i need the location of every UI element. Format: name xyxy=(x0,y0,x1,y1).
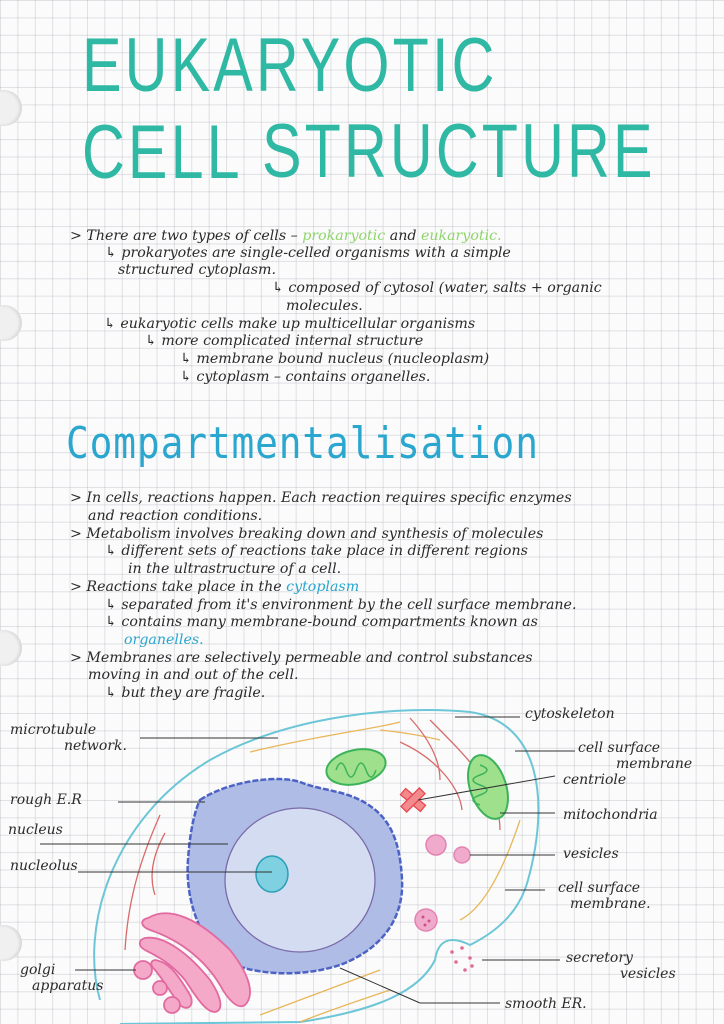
label-secretory-vesicles: secretory vesicles xyxy=(566,950,676,982)
prokaryotic-highlight: prokaryotic xyxy=(302,228,386,244)
label-smooth-er: smooth ER. xyxy=(505,996,587,1012)
page-title-line2: STRUCTURE xyxy=(262,109,656,194)
label-microtubule-network: microtubule network. xyxy=(10,722,127,754)
section-line: ↳ but they are fragile. xyxy=(105,685,266,701)
label-rough-er: rough E.R xyxy=(10,792,82,808)
intro-line: ↳ more complicated internal structure xyxy=(145,333,424,349)
intro-line: ↳ cytoplasm – contains organelles. xyxy=(180,369,431,385)
nucleolus xyxy=(255,855,289,893)
intro-line: molecules. xyxy=(286,298,363,314)
section-line: ↳ different sets of reactions take place… xyxy=(105,543,528,559)
centriole xyxy=(399,787,427,813)
section-line: and reaction conditions. xyxy=(88,508,263,524)
label-nucleus: nucleus xyxy=(8,822,63,838)
label-centriole: centriole xyxy=(563,772,627,788)
vesicle xyxy=(414,908,438,932)
section-line: moving in and out of the cell. xyxy=(88,667,299,683)
vesicle xyxy=(453,846,471,864)
eukaryotic-highlight: eukaryotic. xyxy=(420,228,502,244)
mitochondrion xyxy=(325,748,387,786)
page-title-line1: EUKARYOTIC CELL xyxy=(82,23,498,195)
label-cell-surface-membrane-2: cell surface membrane. xyxy=(558,880,651,912)
section-heading: Compartmentalisation xyxy=(66,418,539,469)
section-line: > Reactions take place in the cytoplasm xyxy=(70,579,360,595)
organelles-highlight: organelles. xyxy=(124,632,204,648)
label-nucleolus: nucleolus xyxy=(10,858,78,874)
section-line: > In cells, reactions happen. Each react… xyxy=(70,490,572,506)
golgi-apparatus xyxy=(133,912,251,1014)
label-cytoskeleton: cytoskeleton xyxy=(525,706,615,722)
mitochondrion xyxy=(467,754,509,820)
vesicle xyxy=(425,834,447,856)
punch-hole xyxy=(0,305,22,341)
section-line: in the ultrastructure of a cell. xyxy=(128,561,342,577)
label-vesicles: vesicles xyxy=(563,846,619,862)
intro-line: structured cytoplasm. xyxy=(118,262,276,278)
intro-line: ↳ membrane bound nucleus (nucleoplasm) xyxy=(180,351,490,367)
cell-membrane xyxy=(93,708,540,1024)
punch-hole xyxy=(0,90,22,126)
section-line: ↳ contains many membrane-bound compartme… xyxy=(105,614,538,630)
intro-line: ↳ eukaryotic cells make up multicellular… xyxy=(104,316,476,332)
cell-diagram xyxy=(40,708,575,1024)
label-mitochondria: mitochondria xyxy=(563,807,658,823)
intro-line: ↳ prokaryotes are single-celled organism… xyxy=(105,245,511,261)
section-line: > Membranes are selectively permeable an… xyxy=(70,650,533,666)
punch-hole xyxy=(0,630,22,666)
intro-line: ↳ composed of cytosol (water, salts + or… xyxy=(272,280,602,296)
label-cell-surface-membrane: cell surface membrane xyxy=(578,740,693,772)
punch-hole xyxy=(0,925,22,961)
section-line: > Metabolism involves breaking down and … xyxy=(70,526,544,542)
section-line: ↳ separated from it's environment by the… xyxy=(105,597,577,613)
intro-line: > There are two types of cells – prokary… xyxy=(70,228,502,244)
label-golgi-apparatus: golgi apparatus xyxy=(20,962,104,994)
nucleus xyxy=(224,807,376,953)
secretory-vesicles xyxy=(450,946,474,972)
cytoplasm-highlight: cytoplasm xyxy=(286,579,360,595)
